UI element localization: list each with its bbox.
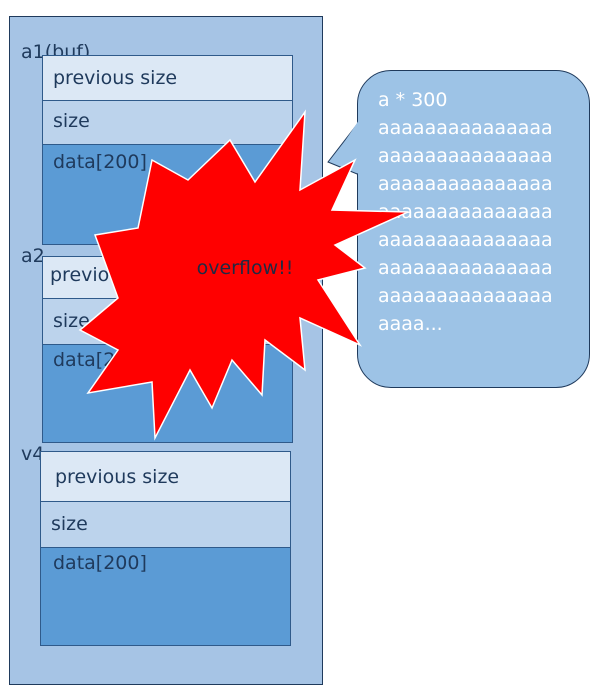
overflow-label: overflow!! [197, 257, 294, 279]
chunk-v4-data: data[200] [41, 548, 290, 645]
chunk-label-a2: a2 [21, 245, 45, 267]
payload-line: aaaaaaaaaaaaaaa [378, 173, 553, 195]
payload-line: aaaa... [378, 313, 443, 335]
chunk-v4: previous size size data[200] [40, 451, 291, 646]
chunk-a1-size: size [43, 101, 292, 145]
payload-line: aaaaaaaaaaaaaaa [378, 117, 553, 139]
payload-line: aaaaaaaaaaaaaaa [378, 201, 553, 223]
payload-line: aaaaaaaaaaaaaaa [378, 257, 553, 279]
payload-line: aaaaaaaaaaaaaaa [378, 285, 553, 307]
chunk-label-v4: v4 [21, 443, 45, 465]
payload-bubble: a * 300 aaaaaaaaaaaaaaa aaaaaaaaaaaaaaa … [357, 70, 590, 388]
payload-line: aaaaaaaaaaaaaaa [378, 229, 553, 251]
chunk-a1-previous-size: previous size [43, 56, 292, 101]
explosion-shape [78, 109, 409, 441]
chunk-v4-previous-size: previous size [41, 452, 290, 502]
chunk-v4-size: size [41, 502, 290, 548]
payload-line: aaaaaaaaaaaaaaa [378, 145, 553, 167]
payload-title: a * 300 [378, 89, 448, 111]
